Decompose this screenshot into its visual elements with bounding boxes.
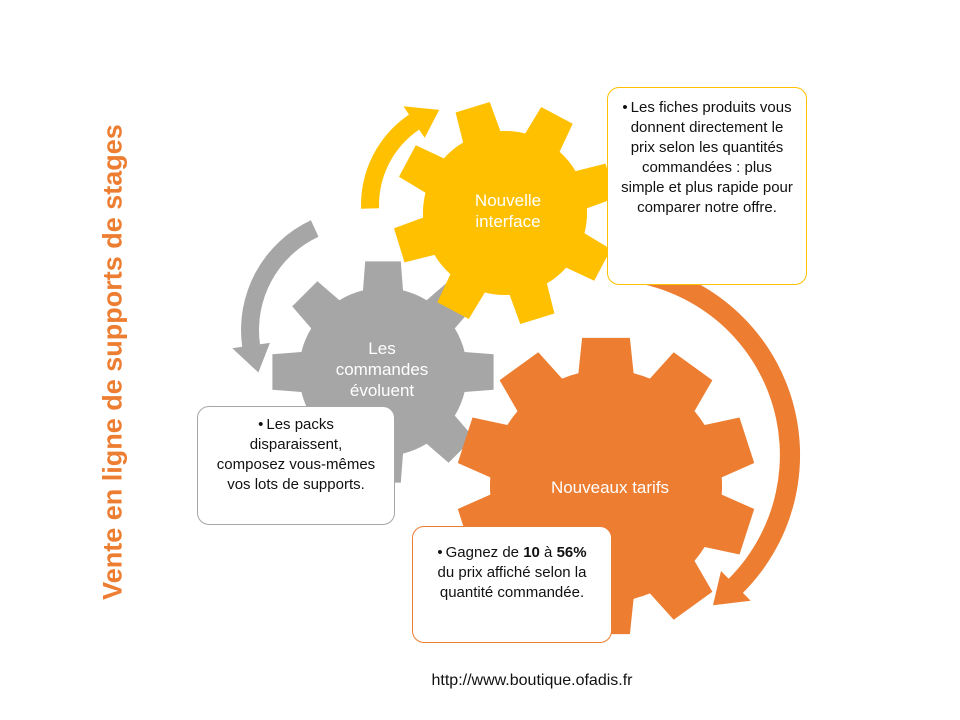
orange-gear-label-text: Nouveaux tarifs — [550, 478, 670, 497]
gray-gear-label-line2: commandes — [335, 360, 429, 379]
orange-cycle-arrow — [620, 260, 801, 606]
gray-gear-label-line3: évoluent — [349, 381, 415, 400]
yellow-cycle-arrow — [361, 106, 440, 209]
yellow-gear — [394, 102, 616, 324]
orange-callout-bold-min: 10 — [523, 544, 540, 561]
gray-callout-bullet: • — [258, 416, 264, 433]
orange-callout: •Gagnez de 10 à 56% du prix affiché selo… — [412, 526, 612, 643]
orange-callout-bullet: • — [437, 544, 443, 561]
yellow-gear-label: Nouvelle interface — [448, 190, 568, 232]
yellow-gear-label-line2: interface — [475, 212, 541, 231]
diagram-title: Vente en ligne de supports de stages — [97, 124, 128, 600]
yellow-gear-label-line1: Nouvelle — [474, 191, 542, 210]
gray-gear-label: Les commandes évoluent — [322, 338, 442, 401]
gray-cycle-arrow — [232, 220, 319, 373]
gray-gear-label-line1: Les — [368, 339, 396, 358]
gray-callout-text: Les packs disparaissent, composez vous-m… — [216, 416, 376, 493]
orange-callout-bold-max: 56% — [556, 544, 587, 561]
orange-callout-text-mid: à — [539, 544, 557, 561]
footer-url: http://www.boutique.ofadis.fr — [431, 672, 633, 689]
orange-callout-text-before: Gagnez de — [445, 544, 524, 561]
yellow-callout-text: Les fiches produits vous donnent directe… — [621, 99, 793, 216]
gray-callout: •Les packs disparaissent, composez vous-… — [197, 406, 395, 525]
yellow-callout-bullet: • — [622, 99, 628, 116]
yellow-callout: •Les fiches produits vous donnent direct… — [607, 87, 807, 285]
orange-callout-text-after: du prix affiché selon la quantité comman… — [437, 564, 587, 601]
orange-gear-label: Nouveaux tarifs — [520, 477, 700, 498]
